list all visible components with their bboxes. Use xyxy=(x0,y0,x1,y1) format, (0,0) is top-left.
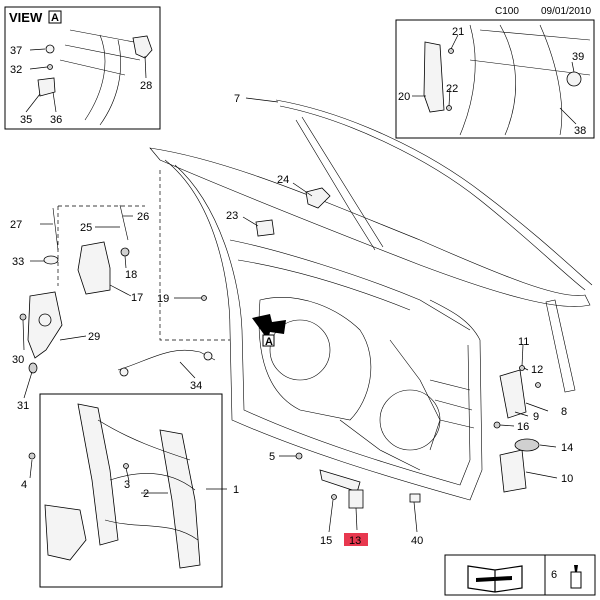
part-21-screw xyxy=(448,48,454,54)
callout-28: 28 xyxy=(140,80,152,92)
callout-18: 18 xyxy=(125,269,137,281)
part-2-rail-front xyxy=(77,403,119,546)
part-5-screw xyxy=(295,452,303,460)
callout-26: 26 xyxy=(137,211,149,223)
part-15-screw xyxy=(331,494,337,500)
model-code: C100 xyxy=(495,6,519,17)
part-34-cable-end xyxy=(119,367,129,377)
repair-manual-icon xyxy=(467,565,523,593)
callout-35: 35 xyxy=(20,114,32,126)
callout-4: 4 xyxy=(21,479,27,491)
part-30-rivet xyxy=(19,313,27,321)
callout-23: 23 xyxy=(226,210,238,222)
callout-11: 11 xyxy=(518,336,529,348)
callout-32: 32 xyxy=(10,64,22,76)
callout-37: 37 xyxy=(10,45,22,57)
date-stamp: 09/01/2010 xyxy=(541,6,591,17)
callout-8: 8 xyxy=(561,406,567,418)
part-28-clip xyxy=(132,35,153,59)
part-17-lock xyxy=(77,241,111,295)
regulator-inset xyxy=(28,393,223,588)
part-22-screw xyxy=(446,105,452,111)
callout-5: 5 xyxy=(269,451,275,463)
callout-25: 25 xyxy=(80,222,92,234)
part-8-hinge-upper xyxy=(499,369,527,419)
callout-40: 40 xyxy=(411,535,423,547)
callout-9: 9 xyxy=(533,411,539,423)
part-19-screw xyxy=(201,295,207,301)
legend-box: 6 xyxy=(444,554,596,596)
view-letter-box xyxy=(48,10,62,24)
callout-2: 2 xyxy=(143,488,149,500)
view-marker-letter: A xyxy=(265,336,273,348)
callout-20: 20 xyxy=(398,91,410,103)
view-letter: A xyxy=(51,12,59,24)
callout-39: 39 xyxy=(572,51,584,63)
callout-17: 17 xyxy=(131,292,143,304)
callout-1: 1 xyxy=(233,484,239,496)
part-3-clip xyxy=(123,463,129,469)
callout-27: 27 xyxy=(10,219,22,231)
callout-29: 29 xyxy=(88,331,100,343)
callout-16: 16 xyxy=(517,421,529,433)
callout-10: 10 xyxy=(561,473,573,485)
callout-21: 21 xyxy=(452,26,464,38)
oil-can-icon xyxy=(570,565,582,589)
part-16-grommet xyxy=(493,421,501,429)
part-24-clip xyxy=(305,187,331,209)
callout-19: 19 xyxy=(157,293,169,305)
part-39-plug xyxy=(566,71,582,87)
part-32-screw xyxy=(47,64,53,70)
part-31-plug xyxy=(28,362,38,374)
part-14-seal xyxy=(514,438,540,452)
callout-3: 3 xyxy=(124,479,130,491)
callout-7: 7 xyxy=(234,93,240,105)
part-2-rail-rear xyxy=(159,429,201,569)
window-frame xyxy=(149,147,591,307)
callout-34: 34 xyxy=(190,380,202,392)
part-23-clip xyxy=(255,219,275,237)
part-2-motor xyxy=(44,504,87,561)
callout-36: 36 xyxy=(50,114,62,126)
callout-13: 13 xyxy=(349,535,361,547)
part-35-striker xyxy=(37,77,56,97)
callout-12: 12 xyxy=(531,364,543,376)
callout-6: 6 xyxy=(551,569,557,581)
part-37-grommet xyxy=(45,44,55,54)
callout-22: 22 xyxy=(446,83,458,95)
callout-14: 14 xyxy=(561,442,573,454)
part-29-hole xyxy=(38,313,52,327)
view-a-inset: VIEW A 37 32 35 36 28 xyxy=(4,6,161,130)
callout-24: 24 xyxy=(277,174,289,186)
part-10-hinge-lower xyxy=(499,449,527,493)
part-13-check-body xyxy=(348,489,364,509)
part-4-screw xyxy=(28,452,36,460)
view-arrow-icon xyxy=(252,314,286,340)
part-11-bolt xyxy=(535,382,541,388)
callout-15: 15 xyxy=(320,535,332,547)
hinge-inset: 21 22 20 39 38 xyxy=(395,19,595,139)
view-label: VIEW xyxy=(9,10,43,25)
highlight-13-box xyxy=(344,533,368,546)
view-marker-box xyxy=(262,334,275,347)
part-40-pin xyxy=(409,493,421,503)
part-33-bushing xyxy=(43,255,59,265)
callout-30: 30 xyxy=(12,354,24,366)
callout-38: 38 xyxy=(574,125,586,137)
part-18-clip xyxy=(120,247,130,257)
part-34-cable-end-2 xyxy=(203,351,213,361)
lock-group xyxy=(19,170,230,377)
callout-33: 33 xyxy=(12,256,24,268)
part-12-bolt xyxy=(519,365,525,371)
part-20-bracket xyxy=(423,41,445,113)
callout-31: 31 xyxy=(17,400,29,412)
door-assembly: A xyxy=(149,99,593,501)
